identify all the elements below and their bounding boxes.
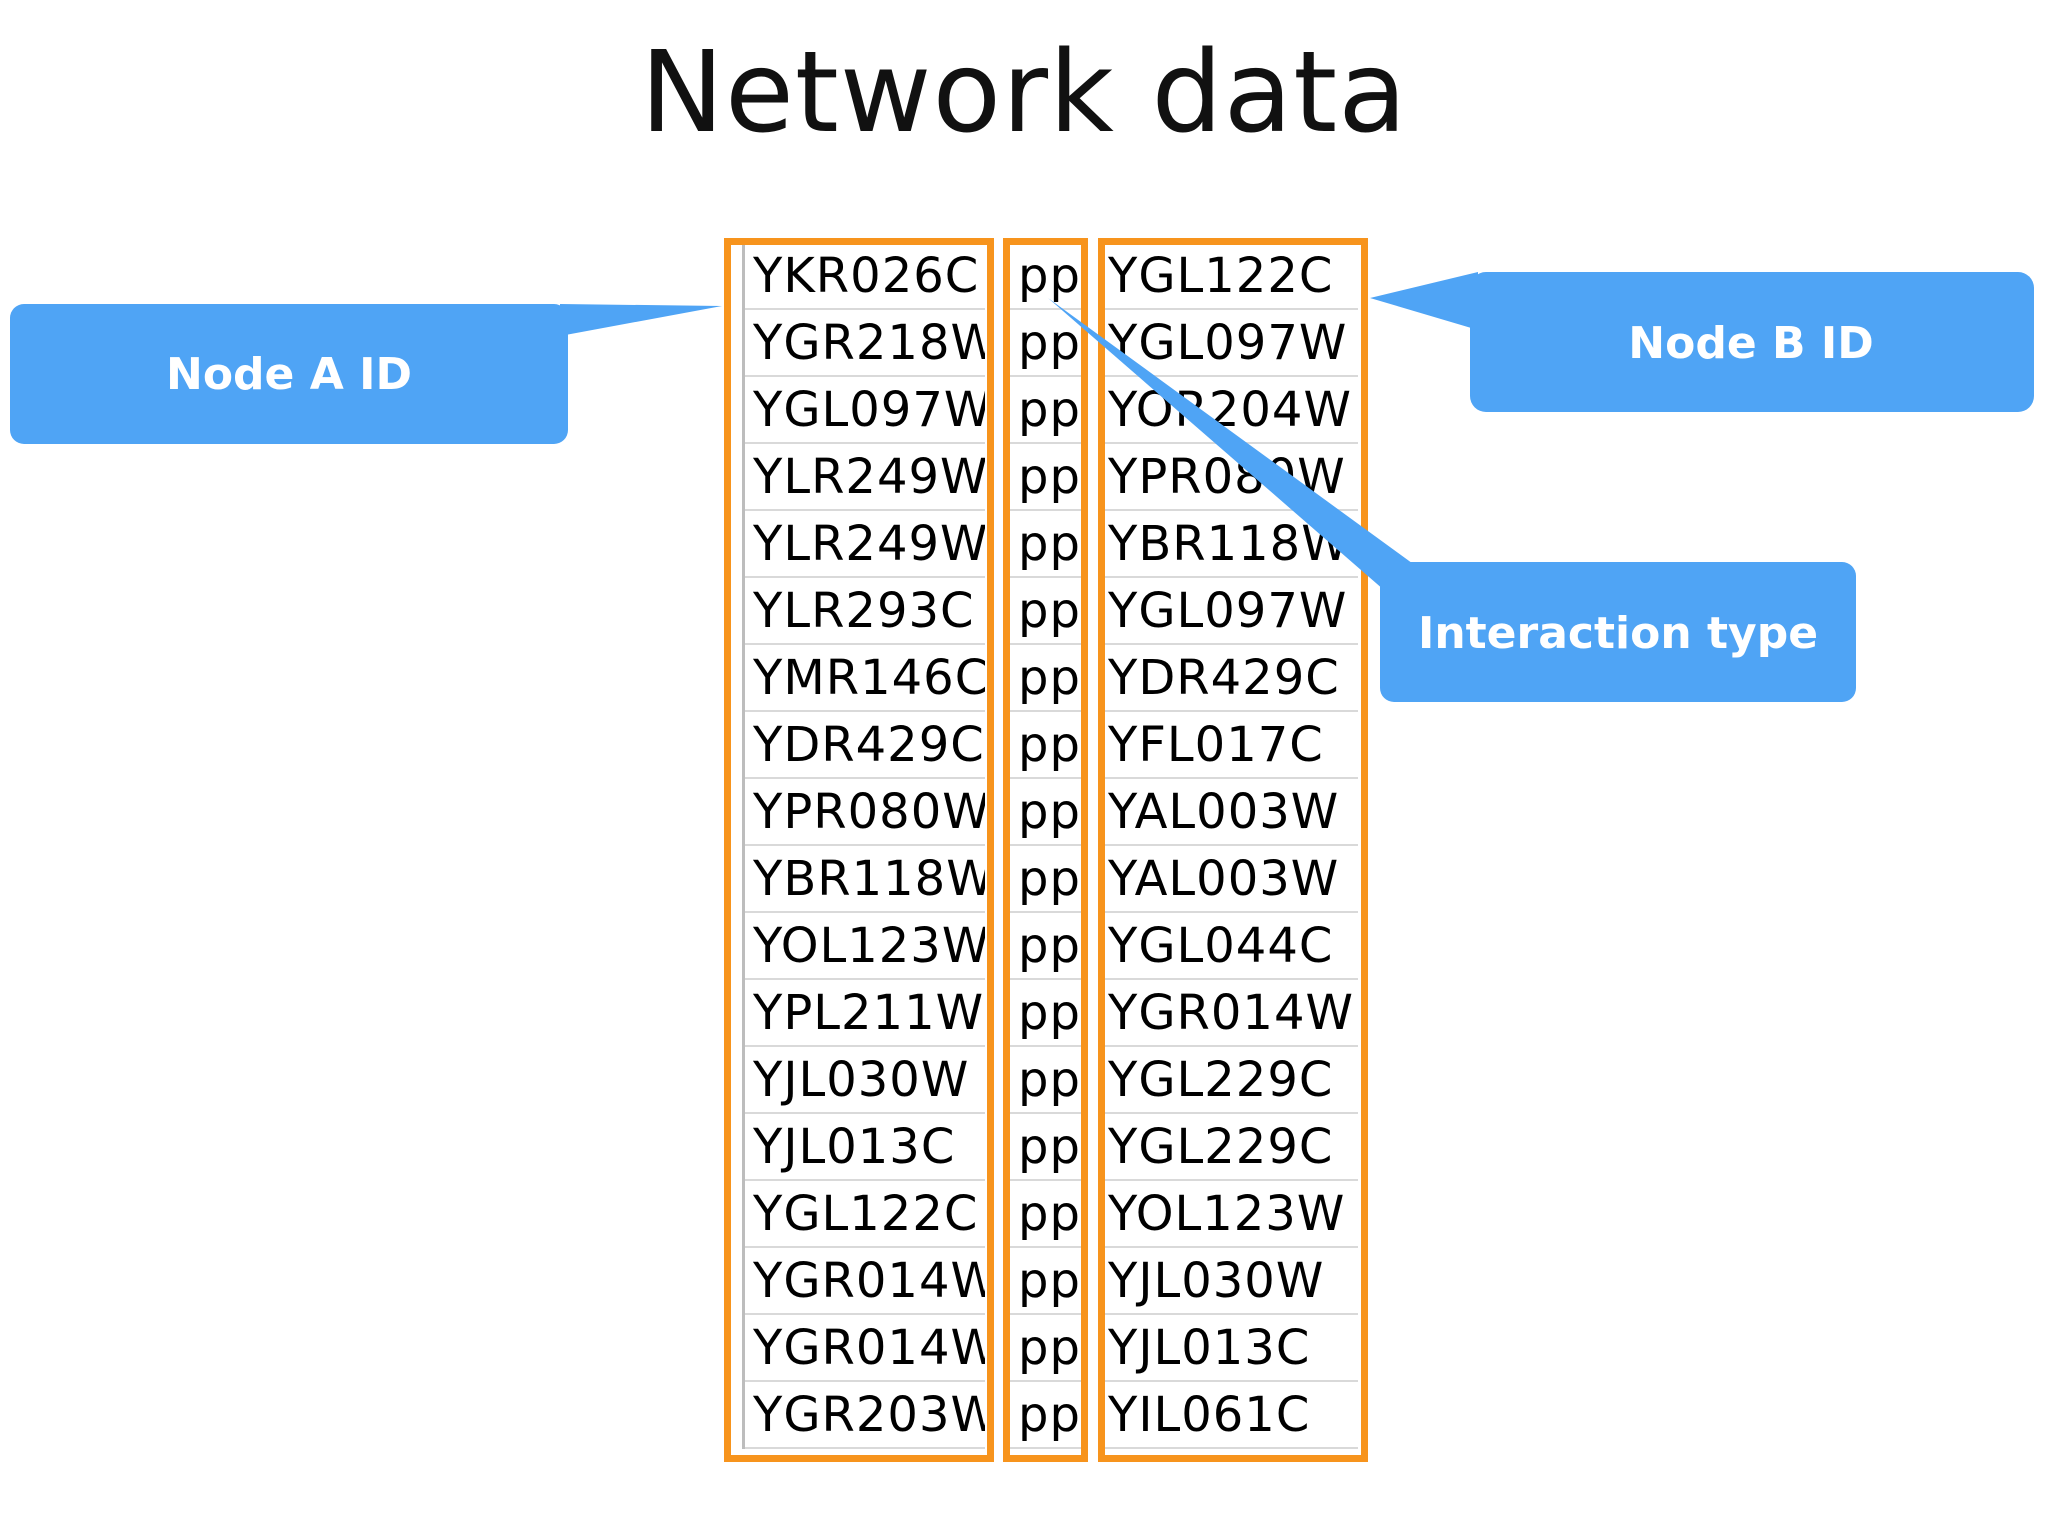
node-b-cell: YDR429C [1100,645,1358,712]
interaction-type-cell: pp [1008,1382,1082,1449]
interaction-type-cell: pp [1008,1047,1082,1114]
interaction-type-cell: pp [1008,1248,1082,1315]
node-a-cell: YMR146C [745,645,985,712]
interaction-type-cell: pp [1008,578,1082,645]
node-b-callout [1370,272,2034,412]
interaction-type-cell: pp [1008,444,1082,511]
node-a-cell: YJL030W [745,1047,985,1114]
interaction-type-cell: pp [1008,310,1082,377]
node-a-cell: YLR293C [745,578,985,645]
node-a-cell: YGL122C [745,1181,985,1248]
node-a-cell: YOL123W [745,913,985,980]
interaction-type-cell: pp [1008,645,1082,712]
interaction-type-cell: pp [1008,511,1082,578]
node-a-cell: YDR429C [745,712,985,779]
node-a-cell: YJL013C [745,1114,985,1181]
slide-title: Network data [640,28,1408,158]
node-a-highlight-box [724,238,994,1462]
node-a-callout-label: Node A ID [166,348,412,400]
interaction-type-cell: pp [1008,243,1082,310]
node-a-cell: YLR249W [745,511,985,578]
node-a-cell: YGR203W [745,1382,985,1449]
node-a-cell: YGR014W [745,1315,985,1382]
node-b-highlight-box [1098,238,1368,1462]
node-b-cell: YJL030W [1100,1248,1358,1315]
node-a-cell: YKR026C [745,243,985,310]
node-a-callout [10,304,722,444]
interaction-type-callout [1048,298,1856,702]
node-a-cell: YLR249W [745,444,985,511]
node-b-cell: YGL229C [1100,1047,1358,1114]
node-b-cell: YGR014W [1100,980,1358,1047]
node-a-cell: YPL211W [745,980,985,1047]
interaction-type-cell: pp [1008,779,1082,846]
node-b-cell: YJL013C [1100,1315,1358,1382]
node-a-cell: YPR080W [745,779,985,846]
interaction-type-cell: pp [1008,1114,1082,1181]
node-b-cell: YAL003W [1100,846,1358,913]
interaction-type-cell: pp [1008,913,1082,980]
node-b-cell: YIL061C [1100,1382,1358,1449]
node-b-cell: YGL097W [1100,578,1358,645]
node-b-cell: YGL122C [1100,243,1358,310]
node-b-cell: YAL003W [1100,779,1358,846]
interaction-type-highlight-box [1003,238,1088,1462]
interaction-type-cell: pp [1008,846,1082,913]
interaction-type-cell: pp [1008,712,1082,779]
node-b-cell: YGL044C [1100,913,1358,980]
node-b-cell: YGL229C [1100,1114,1358,1181]
interaction-type-cell: pp [1008,1181,1082,1248]
node-b-callout-label: Node B ID [1628,317,1874,369]
interaction-type-cell: pp [1008,980,1082,1047]
node-a-cell: YGL097W [745,377,985,444]
interaction-type-callout-label: Interaction type [1417,607,1819,659]
node-b-cell: YGL097W [1100,310,1358,377]
node-a-cell: YGR014W [745,1248,985,1315]
interaction-type-cell: pp [1008,1315,1082,1382]
interaction-type-cell: pp [1008,377,1082,444]
node-b-cell: YOL123W [1100,1181,1358,1248]
node-b-cell: YFL017C [1100,712,1358,779]
node-a-cell: YGR218W [745,310,985,377]
node-a-cell: YBR118W [745,846,985,913]
